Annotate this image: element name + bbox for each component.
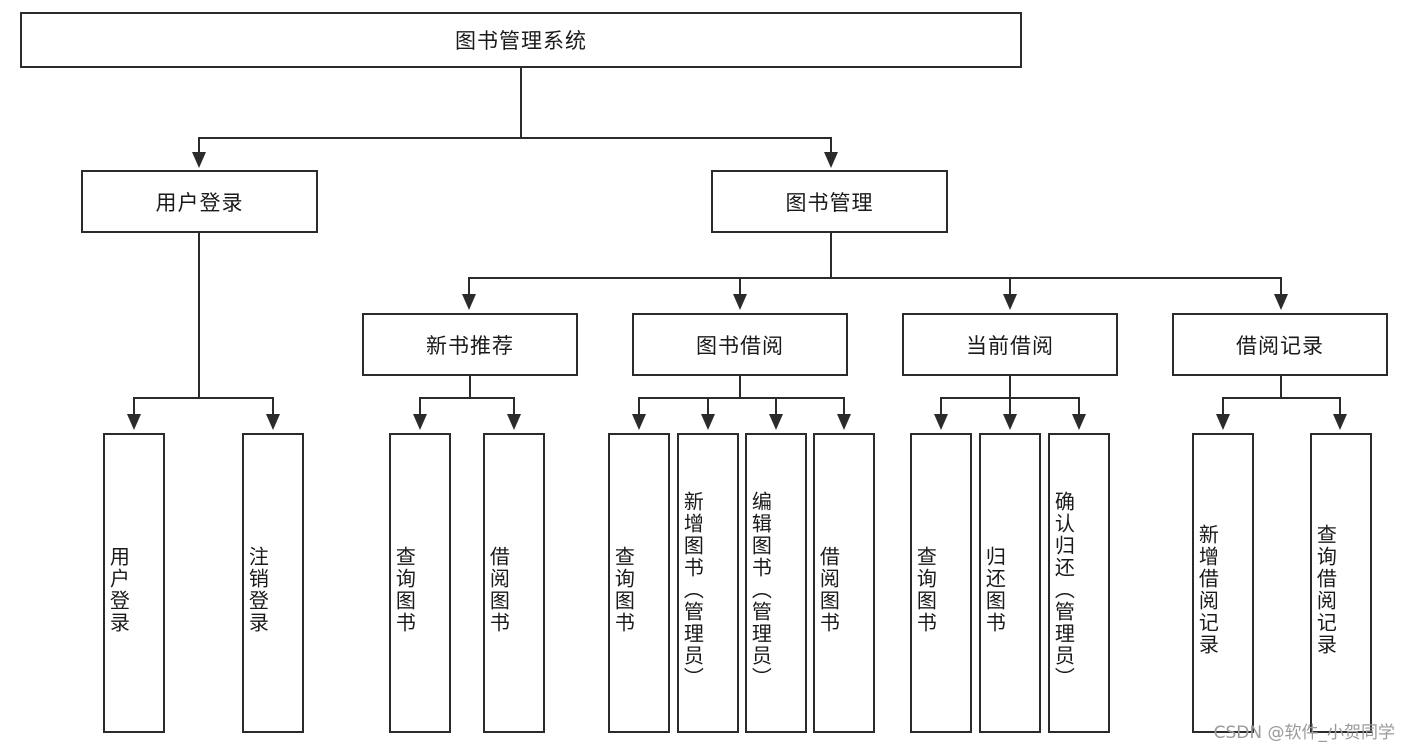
edge-root-stem	[520, 68, 522, 138]
edge-drop-book-borrow	[739, 277, 741, 297]
node-leaf-query-book-2[interactable]: 查询图书	[608, 433, 670, 733]
node-leaf-user-login[interactable]: 用户登录	[103, 433, 165, 733]
node-leaf-add-record[interactable]: 新增借阅记录	[1192, 433, 1254, 733]
edge-drop-leaf-user-login	[133, 397, 135, 417]
node-leaf-user-logout[interactable]: 注销登录	[242, 433, 304, 733]
node-leaf-edit-book-label: 编辑图书（管理员）	[748, 491, 773, 689]
arrow-to-leaf-add-record	[1216, 414, 1230, 430]
edge-user-login-stem	[198, 233, 200, 398]
arrow-to-leaf-confirm-return	[1072, 414, 1086, 430]
node-leaf-return-book[interactable]: 归还图书	[979, 433, 1041, 733]
arrow-to-leaf-query-record	[1333, 414, 1347, 430]
node-book-borrow[interactable]: 图书借阅	[632, 313, 848, 376]
node-leaf-return-book-label: 归还图书	[982, 546, 1007, 634]
node-leaf-query-book-3-label: 查询图书	[913, 546, 938, 634]
node-root-label: 图书管理系统	[455, 29, 587, 53]
edge-drop-leaf-borrow-book-2	[843, 397, 845, 417]
edge-drop-leaf-borrow-book-1	[513, 397, 515, 417]
arrow-to-leaf-return-book	[1003, 414, 1017, 430]
node-leaf-borrow-book-2[interactable]: 借阅图书	[813, 433, 875, 733]
edge-drop-leaf-confirm-return	[1078, 397, 1080, 417]
edge-user-login-bus	[133, 397, 274, 399]
node-leaf-add-record-label: 新增借阅记录	[1195, 524, 1220, 656]
node-leaf-user-login-label: 用户登录	[106, 546, 131, 634]
edge-borrow-record-stem	[1280, 376, 1282, 398]
arrow-to-leaf-query-book-3	[934, 414, 948, 430]
arrow-to-leaf-query-book-2	[632, 414, 646, 430]
edge-drop-current-borrow	[1009, 277, 1011, 297]
arrow-to-leaf-edit-book	[769, 414, 783, 430]
edge-book-borrow-bus	[638, 397, 844, 399]
arrow-to-leaf-add-book	[701, 414, 715, 430]
edge-drop-leaf-edit-book	[775, 397, 777, 417]
node-leaf-confirm-return[interactable]: 确认归还（管理员）	[1048, 433, 1110, 733]
node-leaf-query-record[interactable]: 查询借阅记录	[1310, 433, 1372, 733]
node-leaf-query-book-3[interactable]: 查询图书	[910, 433, 972, 733]
node-leaf-add-book-label: 新增图书（管理员）	[680, 491, 705, 689]
edge-drop-leaf-return-book	[1009, 397, 1011, 417]
arrow-to-user-login	[192, 152, 206, 168]
edge-borrow-record-bus	[1222, 397, 1341, 399]
node-leaf-borrow-book-1-label: 借阅图书	[486, 546, 511, 634]
edge-level2-drop-user	[198, 137, 200, 155]
node-leaf-borrow-book-1[interactable]: 借阅图书	[483, 433, 545, 733]
node-user-login[interactable]: 用户登录	[81, 170, 318, 233]
node-current-borrow[interactable]: 当前借阅	[902, 313, 1118, 376]
edge-new-book-bus	[419, 397, 514, 399]
arrow-to-leaf-borrow-book-1	[507, 414, 521, 430]
edge-drop-leaf-query-book-3	[940, 397, 942, 417]
node-leaf-query-book-1[interactable]: 查询图书	[389, 433, 451, 733]
arrow-to-book-manage	[824, 152, 838, 168]
edge-drop-new-book	[468, 277, 470, 297]
node-leaf-edit-book[interactable]: 编辑图书（管理员）	[745, 433, 807, 733]
edge-level2-drop-book	[830, 137, 832, 155]
edge-drop-leaf-query-record	[1339, 397, 1341, 417]
node-leaf-borrow-book-2-label: 借阅图书	[816, 546, 841, 634]
arrow-to-leaf-query-book-1	[413, 414, 427, 430]
node-current-borrow-label: 当前借阅	[966, 333, 1054, 358]
node-new-book-recommend-label: 新书推荐	[426, 333, 514, 358]
node-user-login-label: 用户登录	[155, 190, 244, 215]
edge-drop-leaf-query-book-1	[419, 397, 421, 417]
arrow-to-leaf-user-logout	[266, 414, 280, 430]
node-leaf-query-book-1-label: 查询图书	[392, 546, 417, 634]
node-borrow-record[interactable]: 借阅记录	[1172, 313, 1388, 376]
edge-new-book-stem	[469, 376, 471, 398]
node-leaf-query-record-label: 查询借阅记录	[1313, 524, 1338, 656]
node-book-manage-label: 图书管理	[785, 190, 874, 215]
node-book-borrow-label: 图书借阅	[696, 333, 784, 358]
arrow-to-leaf-user-login	[127, 414, 141, 430]
edge-level3-bus	[468, 277, 1282, 279]
edge-level2-bus	[198, 137, 832, 139]
node-leaf-confirm-return-label: 确认归还（管理员）	[1051, 491, 1076, 689]
watermark: CSDN @软件_小贺同学	[1213, 723, 1395, 743]
edge-drop-leaf-user-logout	[272, 397, 274, 417]
node-leaf-user-logout-label: 注销登录	[245, 546, 270, 634]
node-new-book-recommend[interactable]: 新书推荐	[362, 313, 578, 376]
node-borrow-record-label: 借阅记录	[1236, 333, 1324, 358]
edge-current-borrow-stem	[1009, 376, 1011, 398]
arrow-to-leaf-borrow-book-2	[837, 414, 851, 430]
node-leaf-add-book[interactable]: 新增图书（管理员）	[677, 433, 739, 733]
arrow-to-new-book-recommend	[462, 294, 476, 310]
edge-book-manage-stem	[830, 233, 832, 278]
node-leaf-query-book-2-label: 查询图书	[611, 546, 636, 634]
edge-drop-borrow-record	[1280, 277, 1282, 297]
node-root[interactable]: 图书管理系统	[20, 12, 1022, 68]
arrow-to-current-borrow	[1003, 294, 1017, 310]
edge-book-borrow-stem	[739, 376, 741, 398]
node-book-manage[interactable]: 图书管理	[711, 170, 948, 233]
edge-drop-leaf-add-record	[1222, 397, 1224, 417]
arrow-to-borrow-record	[1274, 294, 1288, 310]
edge-drop-leaf-add-book	[707, 397, 709, 417]
edge-drop-leaf-query-book-2	[638, 397, 640, 417]
arrow-to-book-borrow	[733, 294, 747, 310]
